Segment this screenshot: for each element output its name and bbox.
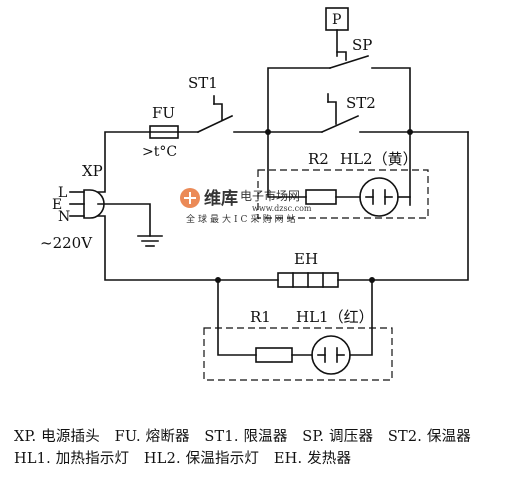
- circuit-diagram: XP L E N ~220V FU >t°C ST1 P SP ST2: [40, 7, 469, 381]
- st1-label: ST1: [188, 74, 218, 92]
- fuse-fu: [149, 125, 179, 139]
- watermark-brand-sub: 电子市场网: [240, 188, 300, 203]
- hl2-label: HL2（黄）: [340, 150, 418, 168]
- st2-label: ST2: [346, 94, 376, 112]
- lamp-hl1: [311, 335, 351, 375]
- switch-st1: [196, 95, 234, 134]
- resistor-r1: [255, 347, 293, 363]
- voltage-label: ~220V: [40, 234, 93, 252]
- watermark-brand: 维库: [204, 188, 238, 209]
- legend-caption: XP. 电源插头 FU. 熔断器 ST1. 限温器 SP. 调压器 ST2. 保…: [14, 426, 510, 470]
- sp-box-label: P: [332, 12, 341, 28]
- junction-dots: [215, 129, 413, 283]
- fuse-temp-label: >t°C: [142, 144, 177, 160]
- r2-label: R2: [308, 150, 329, 168]
- hl2-dashed-box: [257, 169, 429, 219]
- switch-sp: [325, 7, 370, 70]
- hl1-label: HL1（红）: [296, 308, 374, 326]
- hl1-dashed-box: [203, 327, 393, 381]
- plug-e-label: E: [52, 197, 62, 213]
- watermark: 维库 电子市场网 www.dzsc.com 全球最大IC采购网站: [180, 188, 312, 225]
- watermark-slogan: 全球最大IC采购网站: [186, 213, 298, 225]
- lamp-hl2: [359, 177, 399, 217]
- heater-eh: [277, 272, 339, 288]
- plug-l-label: L: [58, 185, 67, 201]
- plug-label: XP: [82, 162, 103, 180]
- switch-st2: [320, 93, 360, 134]
- fuse-label: FU: [152, 104, 175, 122]
- wires: [97, 67, 469, 356]
- legend-caption-text: XP. 电源插头 FU. 熔断器 ST1. 限温器 SP. 调压器 ST2. 保…: [14, 429, 486, 467]
- plug-n-label: N: [58, 209, 70, 225]
- plug-xp: [69, 189, 105, 219]
- sp-label: SP: [352, 36, 372, 54]
- watermark-url: www.dzsc.com: [252, 204, 312, 213]
- resistor-r2: [305, 189, 337, 205]
- eh-label: EH: [294, 250, 318, 268]
- r1-label: R1: [250, 308, 271, 326]
